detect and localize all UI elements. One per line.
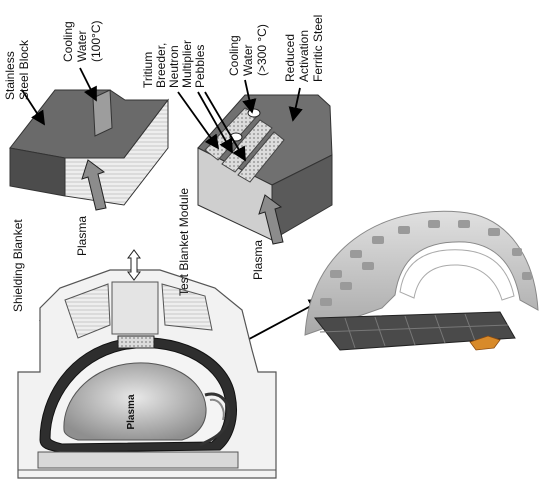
arrow-reduced: [288, 87, 303, 122]
label-tritium-3: Neutron: [167, 45, 181, 88]
label-plasma-left: Plasma: [75, 216, 89, 256]
divertor-coil: [199, 392, 231, 447]
dome-tile: [428, 220, 440, 228]
dome-shell: [304, 210, 539, 336]
label-tritium-1: Tritium: [141, 52, 155, 88]
shield-segment-line: [464, 313, 476, 342]
label-reduced-2: Activation: [297, 30, 311, 82]
lower-shield: [314, 311, 516, 351]
arrow-stainless: [21, 89, 45, 126]
arrow-tritium-1: [177, 91, 220, 150]
vertical-double-arrow: [127, 249, 141, 281]
label-cooling-hot-3: (>300 °C): [255, 24, 269, 76]
plasma-arrow-left: [81, 159, 107, 211]
shield-segment-line: [319, 324, 509, 333]
tokamak-section: [17, 249, 277, 479]
label-plasma-right: Plasma: [251, 240, 265, 280]
label-cooling-water-3: (100°C): [89, 21, 103, 62]
scale-figure: [469, 335, 501, 351]
arrow-cooling-hot: [242, 79, 257, 114]
port-left: [64, 283, 111, 339]
plasma-core: [63, 362, 207, 441]
dome-tile: [350, 250, 362, 258]
shield-segment-line: [344, 317, 356, 349]
label-cooling-water-1: Cooling: [61, 21, 75, 62]
arrow-tritium-3: [204, 91, 246, 162]
upper-port: [111, 281, 159, 335]
label-cooling-hot-2: Water: [241, 44, 255, 76]
blanket-dome-model: [304, 210, 539, 351]
arrow-cooling-water: [79, 67, 97, 102]
dome-tile: [320, 298, 332, 306]
shield-segment-line: [404, 315, 416, 346]
pebble-layer-3: [237, 131, 285, 183]
dome-tile: [488, 228, 500, 236]
test-blanket-block: [197, 94, 333, 241]
label-cooling-water-2: Water: [75, 30, 89, 62]
dome-tiles: [320, 220, 532, 306]
label-tritium-4: Multiplier: [180, 40, 194, 88]
tokamak-base: [37, 451, 239, 469]
dome-tile: [340, 282, 352, 290]
label-plasma-center: Plasma: [126, 394, 137, 429]
dome-window: [399, 249, 515, 301]
label-cooling-hot-1: Cooling: [227, 35, 241, 76]
shielding-block-step: [92, 89, 113, 137]
dome-tile: [398, 226, 410, 234]
label-reduced-1: Reduced: [283, 34, 297, 82]
divertor-coil-inner: [209, 398, 225, 421]
dome-tile: [372, 236, 384, 244]
plasma-arrow-right: [258, 194, 284, 245]
shield-segments: [319, 313, 509, 349]
label-shielding-blanket: Shielding Blanket: [11, 219, 25, 312]
dome-tile: [458, 220, 470, 228]
label-stainless: Stainless: [3, 51, 17, 100]
shield-segment-line: [434, 314, 446, 344]
text-labels: Stainless Steel Block Cooling Water (100…: [3, 15, 325, 430]
test-blanket-slot: [117, 335, 155, 349]
port-right: [161, 283, 213, 331]
label-tritium-2: Breeder,: [154, 43, 168, 88]
label-test-blanket-module: Test Blanket Module: [177, 188, 191, 296]
dome-tile: [362, 262, 374, 270]
cooling-pipe-2: [247, 108, 261, 118]
dome-tile: [330, 270, 342, 278]
label-tritium-5: Pebbles: [193, 45, 207, 88]
dome-tile: [512, 248, 522, 256]
dome-tile: [522, 272, 532, 280]
label-steel-block: Steel Block: [17, 39, 31, 100]
label-reduced-3: Ferritic Steel: [311, 15, 325, 82]
shield-segment-line: [374, 316, 386, 347]
arrow-tritium-2: [197, 91, 233, 154]
